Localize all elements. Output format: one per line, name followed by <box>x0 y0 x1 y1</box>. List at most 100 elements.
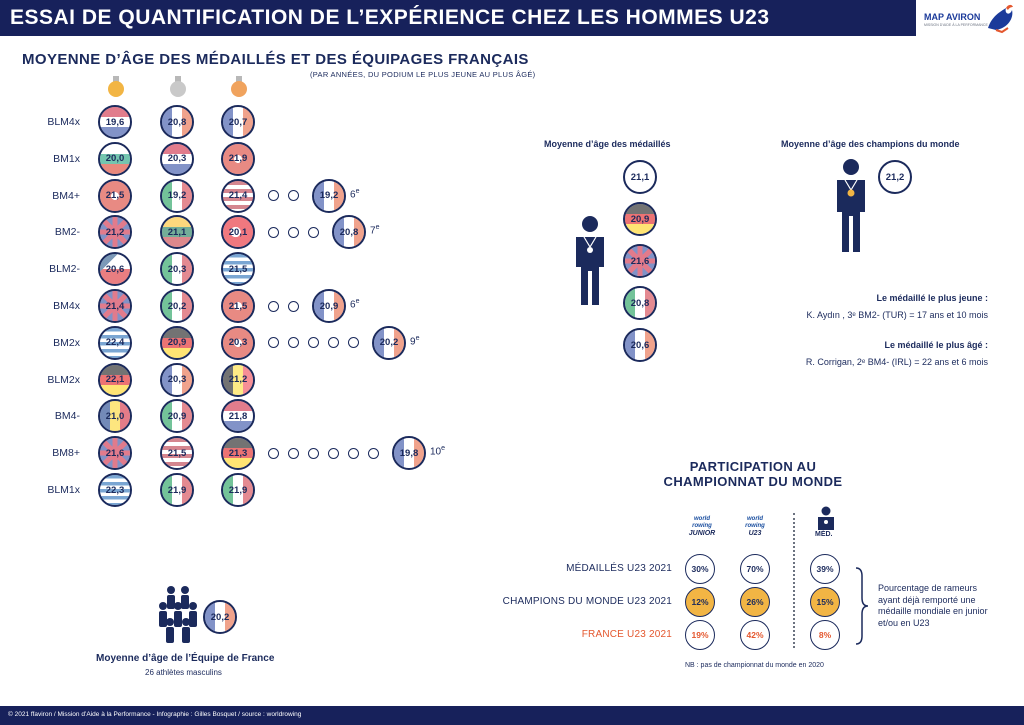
champions-title: Moyenne d’âge des champions du monde <box>781 139 960 149</box>
gold-bubble: 22,3 <box>98 473 132 507</box>
participation-percent: 70% <box>740 554 770 584</box>
flag-fra-icon <box>394 438 424 469</box>
silver-medal-icon <box>170 76 186 98</box>
bronze-bubble: 21,8 <box>221 399 255 434</box>
medalists-average-bubble-value: 21,6 <box>630 255 650 267</box>
france-crew-bubble-value: 20,8 <box>339 226 359 238</box>
silver-bubble-value: 21,1 <box>167 226 187 238</box>
silver-bubble: 21,1 <box>160 215 194 250</box>
bronze-bubble-value: 21,5 <box>228 263 248 275</box>
bronze-bubble-value: 21,5 <box>228 300 248 312</box>
flag-rou-icon <box>100 401 130 432</box>
bronze-bubble: 21,9 <box>221 473 255 507</box>
france-place: 9e <box>410 334 420 348</box>
flag-sui-icon <box>223 291 253 321</box>
participation-percent: 15% <box>810 587 840 617</box>
gold-bubble: 21,4 <box>98 289 132 323</box>
bronze-bubble-value: 21,3 <box>228 447 248 459</box>
silver-bubble-value: 20,9 <box>167 410 187 422</box>
medalists-average-bubble: 20,8 <box>623 286 657 320</box>
bronze-bubble: 21,4 <box>221 178 255 213</box>
participation-note: Pourcentage de rameurs ayant déjà rempor… <box>878 583 988 628</box>
flag-gbr-icon <box>100 438 130 469</box>
flag-ger-icon <box>625 204 655 234</box>
participation-percent: 42% <box>740 620 770 650</box>
gold-bubble-value: 19,6 <box>105 116 125 128</box>
bronze-medal-icon <box>231 76 247 98</box>
placing-dot <box>268 190 279 202</box>
bronze-bubble-value: 21,4 <box>228 190 248 202</box>
bronze-bubble: 20,1 <box>221 215 255 250</box>
participation-title-line2: CHAMPIONNAT DU MONDE <box>663 474 843 489</box>
flag-fra-icon <box>223 107 253 137</box>
gold-bubble-value: 21,2 <box>105 226 125 238</box>
silver-bubble: 20,3 <box>160 141 194 176</box>
silver-bubble: 21,9 <box>160 473 194 507</box>
boat-label: BM2- <box>54 226 80 239</box>
flag-gbr-icon <box>625 246 655 276</box>
gold-bubble: 21,2 <box>98 215 132 250</box>
placing-dot <box>288 190 299 202</box>
silver-bubble-value: 19,2 <box>167 190 187 202</box>
participation-percent: 12% <box>685 587 715 617</box>
footer-credits: © 2021 ffaviron / Mission d’Aide à la Pe… <box>8 711 302 718</box>
placing-dot <box>308 337 319 349</box>
flag-gre-icon <box>223 254 253 285</box>
medalist-person-icon <box>576 216 604 305</box>
placing-dot <box>348 337 359 349</box>
flag-ita-icon <box>162 401 192 432</box>
flag-ned-icon <box>162 143 192 174</box>
medalists-average-bubble-value: 20,9 <box>630 213 650 225</box>
team-subcaption: 26 athlètes masculins <box>145 668 222 677</box>
flag-ita-icon <box>162 291 192 321</box>
curly-brace <box>855 567 869 645</box>
flag-ita-icon <box>223 475 253 505</box>
bronze-bubble-value: 21,9 <box>228 484 248 496</box>
medalists-average-bubble-value: 21,1 <box>630 171 650 183</box>
placing-dot <box>368 447 379 459</box>
placing-dot <box>308 226 319 238</box>
medalists-average-bubble: 21,6 <box>623 244 657 278</box>
flag-fra-icon <box>625 330 655 360</box>
gold-bubble-value: 21,6 <box>105 447 125 459</box>
gold-bubble: 19,6 <box>98 105 132 139</box>
participation-nb: NB : pas de championnat du monde en 2020 <box>685 662 824 669</box>
team-average-bubble: 20,2 <box>203 600 237 634</box>
participation-title-line1: PARTICIPATION AU <box>689 459 817 474</box>
gold-bubble-value: 21,0 <box>105 410 125 422</box>
boat-label: BLM2- <box>49 263 80 276</box>
silver-bubble: 20,3 <box>160 252 194 287</box>
silver-bubble-value: 21,5 <box>167 447 187 459</box>
gold-bubble-value: 21,4 <box>105 300 125 312</box>
placing-dot <box>328 337 339 349</box>
boat-label: BM4+ <box>52 189 80 202</box>
boat-label: BM8+ <box>52 447 80 460</box>
france-place: 6e <box>350 187 360 200</box>
logo-text: MAP AVIRON <box>924 12 981 22</box>
map-aviron-logo: MAP AVIRON MISSION D’AIDE À LA PERFORMAN… <box>916 0 1024 36</box>
flag-gbr-icon <box>100 217 130 248</box>
column-divider <box>793 513 795 648</box>
silver-bubble: 20,9 <box>160 399 194 434</box>
flag-sui-icon <box>223 327 253 358</box>
gold-bubble-value: 22,3 <box>105 484 125 496</box>
gold-bubble-value: 21,5 <box>105 190 125 202</box>
placing-dot <box>268 447 279 459</box>
participation-percent: 26% <box>740 587 770 617</box>
boat-label: BLM1x <box>47 484 80 496</box>
flag-fra-icon <box>334 217 364 248</box>
bronze-bubble: 21,2 <box>221 362 255 397</box>
silver-bubble-value: 21,9 <box>167 484 187 496</box>
flag-tur-icon <box>223 217 253 248</box>
boat-label: BLM4x <box>47 116 80 128</box>
placing-dot <box>288 337 299 349</box>
france-crew-bubble: 19,2 <box>312 178 346 213</box>
silver-bubble: 20,8 <box>160 105 194 139</box>
flag-ita-icon <box>162 254 192 285</box>
footer-bar: © 2021 ffaviron / Mission d’Aide à la Pe… <box>0 706 1024 725</box>
medalists-average-bubble-value: 20,6 <box>630 339 650 351</box>
medalists-average-bubble: 21,1 <box>623 160 657 194</box>
medalists-average-bubble: 20,9 <box>623 202 657 236</box>
placing-dot <box>268 337 279 349</box>
bronze-bubble-value: 20,7 <box>228 116 248 128</box>
